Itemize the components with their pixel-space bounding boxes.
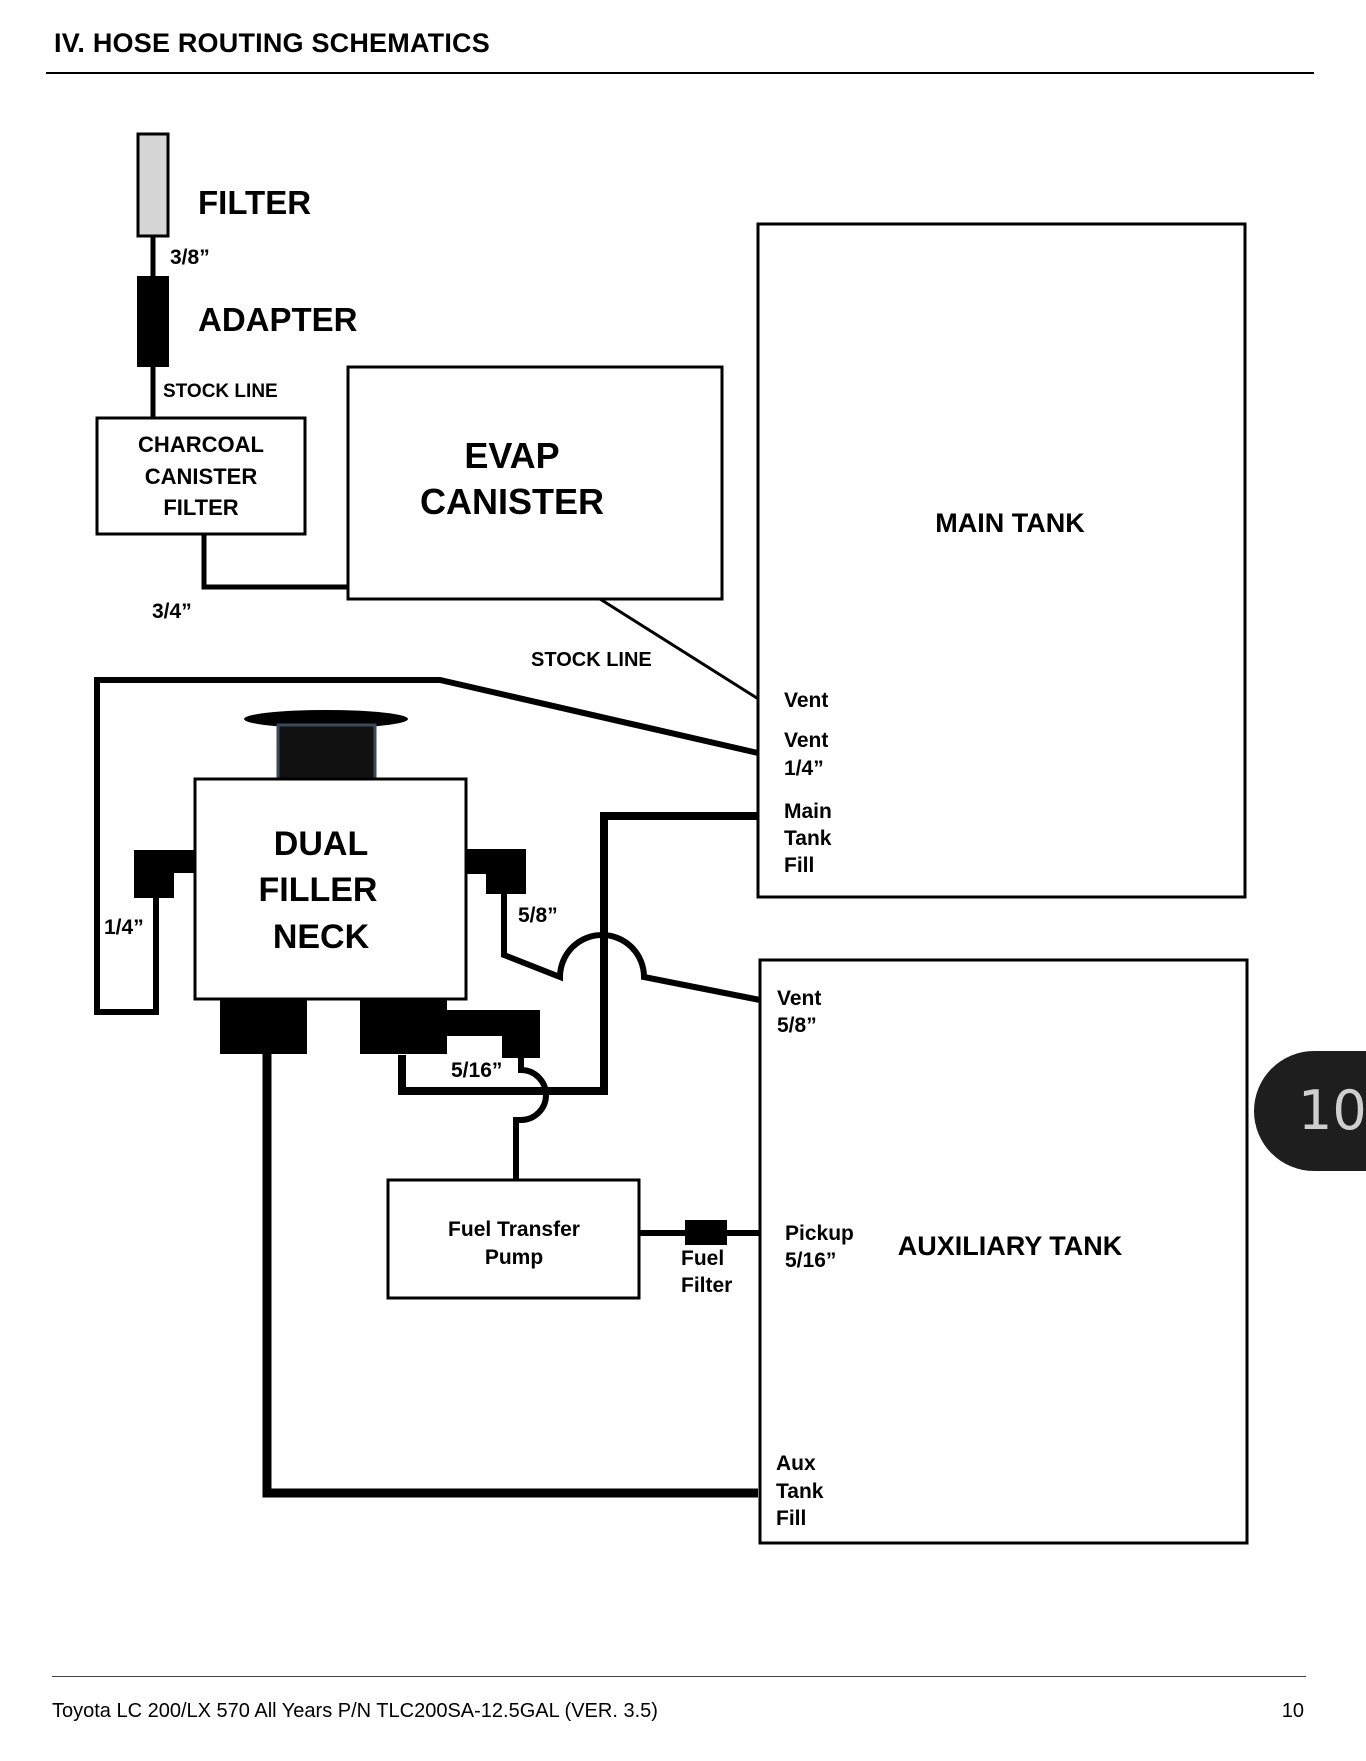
- evap-canister: [346, 365, 724, 601]
- header-divider: [46, 72, 1314, 74]
- left-elbow-fitting-down: [134, 850, 174, 898]
- bottom-fitting-left: [220, 999, 307, 1054]
- charcoal-label-3: FILTER: [163, 495, 238, 520]
- charcoal-label-2: CANISTER: [145, 464, 258, 489]
- vent-14-label-1: Vent: [784, 729, 828, 752]
- hose-vent-1-4: [94, 677, 759, 1015]
- vent-14-label-2: 1/4”: [784, 757, 824, 780]
- size-label-5-8: 5/8”: [518, 904, 558, 927]
- aux-tank-label: AUXILIARY TANK: [898, 1231, 1123, 1261]
- main-fill-label-1: Main: [784, 800, 832, 823]
- filter-label: FILTER: [198, 184, 311, 221]
- charcoal-canister-filter: [95, 416, 307, 536]
- adapter-element: [137, 276, 169, 367]
- page-title: IV. HOSE ROUTING SCHEMATICS: [54, 28, 490, 58]
- fuel-filter-label-1: Fuel: [681, 1247, 724, 1270]
- stock-line-evap-vent: [599, 597, 761, 702]
- vent-58-label-1: Vent: [777, 987, 821, 1010]
- stock-line-label-mid: STOCK LINE: [531, 649, 652, 671]
- hose-charcoal-evap: [201, 534, 348, 590]
- fuel-transfer-pump: [386, 1178, 641, 1300]
- dual-filler-neck: [193, 777, 468, 1001]
- page-number-tab: 10: [1254, 1051, 1366, 1171]
- right-elbow-fitting-down: [486, 849, 526, 894]
- main-fill-label-2: Tank: [784, 827, 832, 850]
- main-tank: [756, 222, 1247, 899]
- main-tank-label: MAIN TANK: [935, 508, 1085, 538]
- adapter-label: ADAPTER: [198, 301, 358, 338]
- dfn-label-1: DUAL: [274, 825, 368, 863]
- size-label-3-4: 3/4”: [152, 600, 192, 623]
- evap-label-1: EVAP: [464, 435, 559, 476]
- size-label-5-16: 5/16”: [451, 1059, 502, 1082]
- pump-label-1: Fuel Transfer: [448, 1218, 580, 1241]
- bottom-fitting-right: [360, 999, 447, 1054]
- footer-divider: [52, 1676, 1306, 1677]
- filter-element: [136, 132, 170, 238]
- aux-fill-label-3: Fill: [776, 1507, 806, 1530]
- stock-line-label-top: STOCK LINE: [163, 381, 278, 402]
- dfn-label-3: NECK: [273, 918, 370, 956]
- size-label-3-8: 3/8”: [170, 246, 210, 269]
- aux-fill-label-2: Tank: [776, 1480, 824, 1503]
- footer-page-number: 10: [1281, 1700, 1304, 1722]
- bottom-fitting-elbow-down: [502, 1010, 540, 1058]
- inline-fuel-filter: [685, 1220, 727, 1245]
- auxiliary-tank: [758, 958, 1249, 1545]
- charcoal-label-1: CHARCOAL: [138, 432, 264, 457]
- hose-vent-5-8: [501, 894, 761, 1003]
- footer-document-info: Toyota LC 200/LX 570 All Years P/N TLC20…: [52, 1700, 658, 1722]
- pickup-label-2: 5/16”: [785, 1249, 836, 1272]
- fuel-filter-label-2: Filter: [681, 1274, 732, 1297]
- filler-cap-neck: [276, 723, 377, 781]
- hose-pump-5-16: [513, 1058, 549, 1180]
- aux-fill-label-1: Aux: [776, 1452, 816, 1475]
- page-tab-number: 10: [1298, 1079, 1366, 1142]
- pickup-label-1: Pickup: [785, 1222, 854, 1245]
- evap-label-2: CANISTER: [420, 481, 604, 522]
- hose-aux-fill: [262, 1054, 758, 1498]
- main-fill-label-3: Fill: [784, 854, 814, 877]
- vent-58-label-2: 5/8”: [777, 1014, 817, 1037]
- dfn-label-2: FILLER: [259, 871, 378, 909]
- size-label-1-4-left: 1/4”: [104, 916, 144, 939]
- pump-label-2: Pump: [485, 1246, 543, 1269]
- vent-label: Vent: [784, 689, 828, 712]
- hose-main-fill: [398, 812, 758, 1095]
